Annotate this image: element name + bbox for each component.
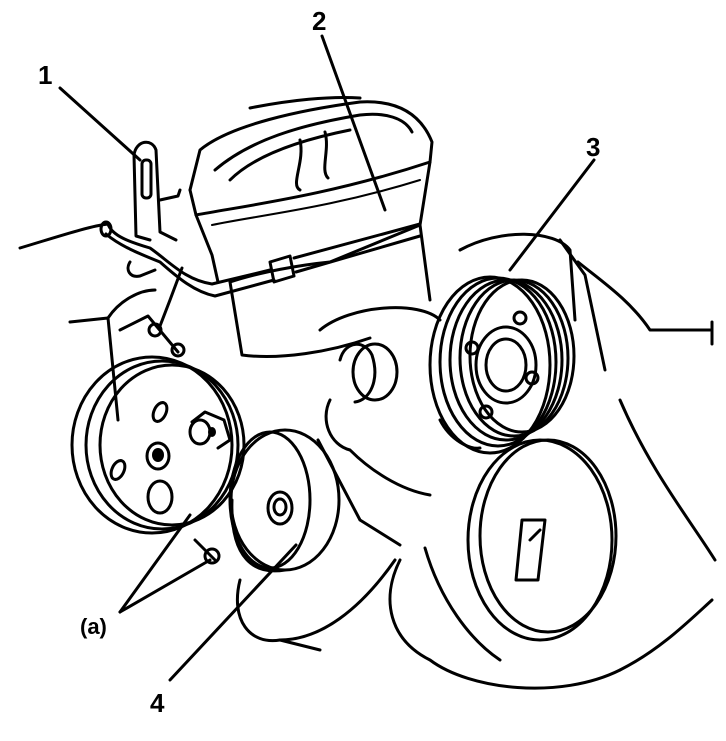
tension-pulley xyxy=(193,428,341,573)
callout-3: 3 xyxy=(586,132,600,162)
callout-1: 1 xyxy=(38,60,52,90)
crankshaft-pulley xyxy=(428,232,577,455)
leader-4 xyxy=(168,543,298,682)
engine-block xyxy=(18,95,362,422)
callout-a: (a) xyxy=(80,614,107,639)
engine-casting xyxy=(235,306,442,652)
bracket xyxy=(132,140,182,242)
leader-2 xyxy=(320,34,387,212)
callout-4: 4 xyxy=(150,688,165,718)
leader-a2 xyxy=(118,558,212,614)
water-pump-pulley xyxy=(70,314,246,535)
leader-1 xyxy=(58,86,142,162)
leader-a1 xyxy=(118,513,192,614)
leader-3 xyxy=(508,158,596,272)
callout-2: 2 xyxy=(312,6,326,36)
leader-lines xyxy=(58,34,596,682)
cooling-fan xyxy=(388,238,717,690)
hose xyxy=(99,220,422,298)
